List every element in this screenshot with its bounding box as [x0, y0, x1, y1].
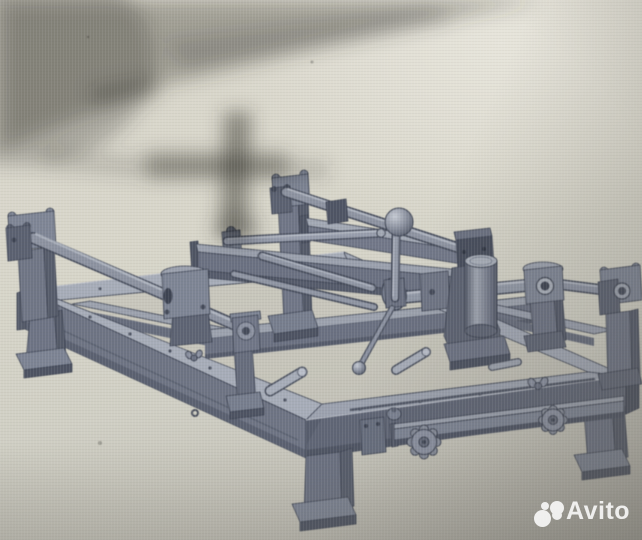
leg-front — [291, 447, 357, 532]
post-left — [7, 207, 59, 323]
frame-interior — [60, 273, 615, 414]
carriage-rod — [222, 228, 386, 246]
post-back-tall — [267, 169, 319, 343]
rod-bracket — [221, 226, 243, 263]
hanger-block — [419, 270, 451, 312]
shadow-shapes — [0, 0, 540, 243]
rod-end-block — [453, 227, 495, 271]
main-shaft-right — [389, 278, 539, 305]
avito-watermark: Avito — [533, 495, 630, 529]
front-slat-plate — [359, 395, 625, 456]
base-frame — [16, 251, 640, 459]
star-knob-right — [538, 405, 568, 435]
right-link-rod — [550, 278, 618, 297]
star-knob-left — [406, 424, 442, 460]
avito-logo-dot-large — [534, 510, 551, 527]
leg-right — [573, 405, 631, 481]
shaft-end-clevis — [225, 310, 265, 420]
cylinder-drum — [464, 254, 498, 338]
leg-left — [15, 309, 73, 379]
avito-logo-text: Avito — [566, 497, 631, 525]
post-left-front-plate — [5, 222, 33, 262]
pillow-block-bearing — [160, 265, 213, 347]
avito-logo-dot-small — [541, 502, 549, 510]
carriage-beams — [189, 214, 465, 304]
wing-nuts — [185, 349, 549, 421]
avito-logo-dot-small-2 — [552, 510, 562, 520]
top-rod — [280, 186, 468, 255]
post-right-bearing — [522, 261, 567, 353]
frame-holes — [31, 264, 596, 441]
dust-specks — [86, 35, 314, 445]
avito-logo-icon — [533, 495, 564, 529]
post-far-right-clevis — [597, 262, 642, 391]
locating-pegs — [264, 347, 522, 397]
ball-lever — [352, 207, 414, 375]
cylinder-pedestal — [443, 264, 511, 371]
cross-rods — [230, 251, 378, 311]
long-shaft-left — [27, 232, 253, 336]
